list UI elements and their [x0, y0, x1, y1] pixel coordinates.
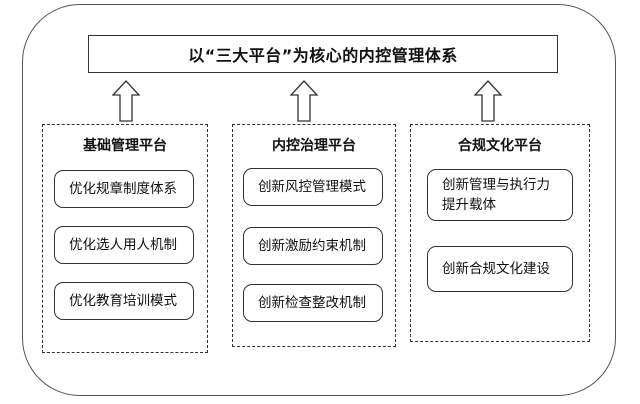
- platform-item: 创新激励约束机制: [243, 227, 383, 265]
- platform-item: 优化教育培训模式: [54, 282, 194, 320]
- platform-item: 优化规章制度体系: [54, 170, 194, 208]
- outer-frame: [22, 4, 616, 396]
- up-arrow-icon: [474, 80, 502, 122]
- platform-item: 优化选人用人机制: [54, 226, 194, 264]
- platform-compliance-culture: 合规文化平台 创新管理与执行力提升载体 创新合规文化建设: [410, 124, 590, 342]
- platform-internal-control-governance: 内控治理平台 创新风控管理模式 创新激励约束机制 创新检查整改机制: [232, 124, 396, 347]
- up-arrow-icon: [112, 80, 140, 122]
- up-arrow-icon: [290, 80, 318, 122]
- system-title: 以“三大平台”为核心的内控管理体系: [88, 35, 558, 73]
- platform-item: 创新合规文化建设: [427, 246, 573, 292]
- platform-title: 合规文化平台: [458, 138, 542, 154]
- platform-basic-management: 基础管理平台 优化规章制度体系 优化选人用人机制 优化教育培训模式: [42, 124, 208, 353]
- platform-title: 基础管理平台: [83, 138, 167, 154]
- platform-item: 创新检查整改机制: [243, 284, 383, 322]
- platform-item: 创新管理与执行力提升载体: [427, 169, 573, 221]
- platform-title: 内控治理平台: [272, 138, 356, 154]
- platform-item: 创新风控管理模式: [243, 168, 383, 206]
